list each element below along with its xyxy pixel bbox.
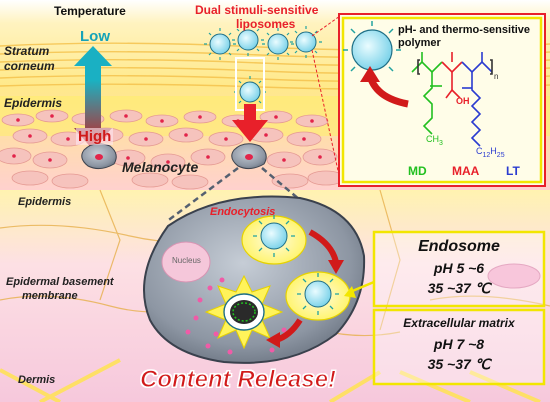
liposome-title-line2: liposomes (236, 17, 296, 31)
release-particles (185, 277, 287, 355)
polymer-c12h25: C12H25 (476, 146, 505, 159)
extracellular-title: Extracellular matrix (403, 316, 515, 330)
endosome-pointer (344, 280, 375, 298)
penetration-arrow (232, 104, 268, 142)
nucleus-label: Nucleus (172, 256, 201, 265)
stratum-label-line1: Stratum (4, 44, 50, 58)
polymer-liposome (343, 21, 401, 79)
polymer-structure (411, 52, 493, 147)
extracellular-ph: pH 7 ~8 (433, 336, 485, 352)
stratum-label-line2: corneum (4, 59, 55, 73)
polymer-oh: OH (456, 96, 470, 106)
top-melanocyte-left (81, 143, 117, 170)
polymer-title: pH- and thermo-sensitive polymer (398, 24, 531, 49)
extracellular-box (372, 308, 546, 386)
nucleus (161, 241, 211, 283)
endosome-vesicle-top (241, 215, 307, 265)
polymer-md-label: MD (408, 164, 427, 178)
polymer-lt-label: LT (506, 164, 520, 178)
polymer-ch3: CH3 (426, 134, 443, 147)
content-release-burst (204, 274, 284, 350)
endocytosis-label: Endocytosis (210, 206, 276, 218)
endosome-ph: pH 5 ~6 (433, 260, 485, 276)
endocytosis-arrows (266, 229, 344, 348)
melanocyte-label: Melanocyte (122, 159, 199, 175)
endosome-vesicle-right (285, 271, 351, 321)
basement-label-line1: Epidermal basement (6, 276, 114, 288)
polymer-callout-lines (311, 15, 341, 181)
top-epidermis-label: Epidermis (4, 96, 63, 110)
polymer-n: n (494, 72, 499, 81)
melanocyte-cell (143, 195, 366, 364)
top-cell-nuclei (12, 114, 322, 164)
zoom-lines (165, 167, 301, 223)
endosome-temp: 35 ~37 ℃ (427, 280, 491, 296)
content-release-label: Content Release! (139, 366, 337, 394)
polymer-maa-label: MAA (452, 164, 480, 178)
high-label: High (76, 128, 114, 145)
endosome-title: Endosome (418, 238, 500, 255)
temperature-label: Temperature (54, 4, 126, 18)
extracellular-temp: 35 ~37 ℃ (427, 356, 491, 372)
bottom-epidermis-label: Epidermis (18, 196, 72, 208)
dermis-label: Dermis (18, 374, 56, 386)
low-label: Low (80, 28, 110, 45)
top-melanocyte-right (231, 143, 267, 170)
basement-label-line2: membrane (22, 290, 78, 302)
liposome-title-line1: Dual stimuli-sensitive (195, 3, 319, 17)
top-liposomes (209, 29, 317, 103)
polymer-curved-arrowhead (360, 66, 380, 82)
endosome-box (372, 230, 546, 308)
